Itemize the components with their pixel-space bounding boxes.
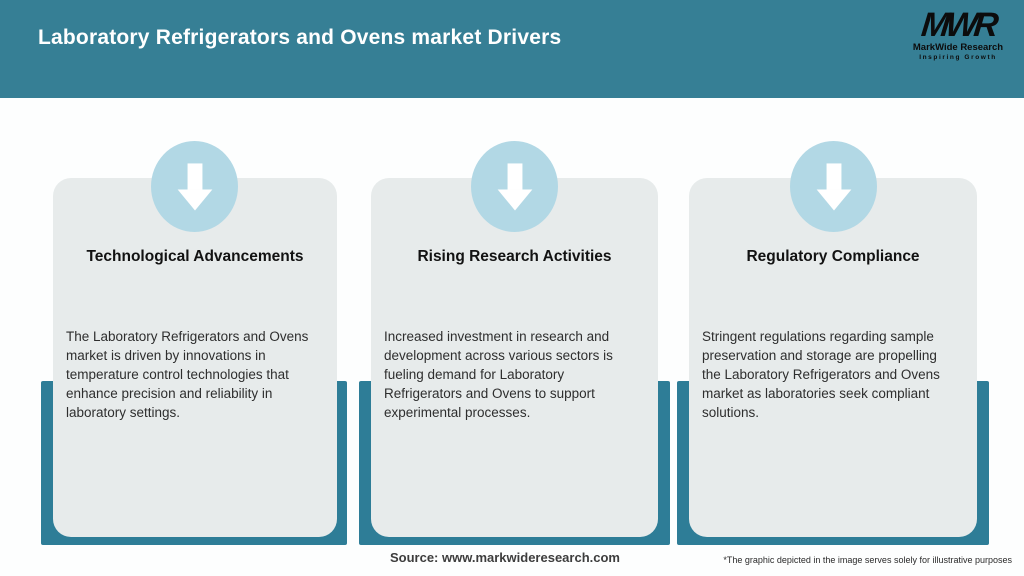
card-description: Stringent regulations regarding sample p… [702, 329, 940, 420]
logo-tagline: Inspiring Growth [919, 54, 997, 61]
card-description: Increased investment in research and dev… [384, 329, 613, 420]
markwide-research-logo: MWR MarkWide Research Inspiring Growth [906, 6, 1010, 61]
arrow-down-icon [471, 141, 558, 232]
card-description: The Laboratory Refrigerators and Ovens m… [66, 329, 309, 420]
driver-card-regulatory-compliance: Regulatory Compliance Stringent regulati… [689, 178, 977, 537]
driver-card-technological-advancements: Technological Advancements The Laborator… [53, 178, 337, 537]
header-band: Laboratory Refrigerators and Ovens marke… [0, 0, 1024, 98]
logo-acronym: MWR [919, 6, 997, 44]
disclaimer-text: *The graphic depicted in the image serve… [723, 555, 1012, 565]
arrow-down-icon [151, 141, 238, 232]
logo-name: MarkWide Research [912, 42, 1004, 53]
card-title: Regulatory Compliance [746, 248, 920, 265]
arrow-down-icon [790, 141, 877, 232]
driver-card-rising-research-activities: Rising Research Activities Increased inv… [371, 178, 658, 537]
card-title: Technological Advancements [86, 248, 304, 265]
source-text: Source: www.markwideresearch.com [389, 550, 620, 565]
page-title: Laboratory Refrigerators and Ovens marke… [38, 26, 562, 49]
card-title: Rising Research Activities [417, 248, 612, 265]
